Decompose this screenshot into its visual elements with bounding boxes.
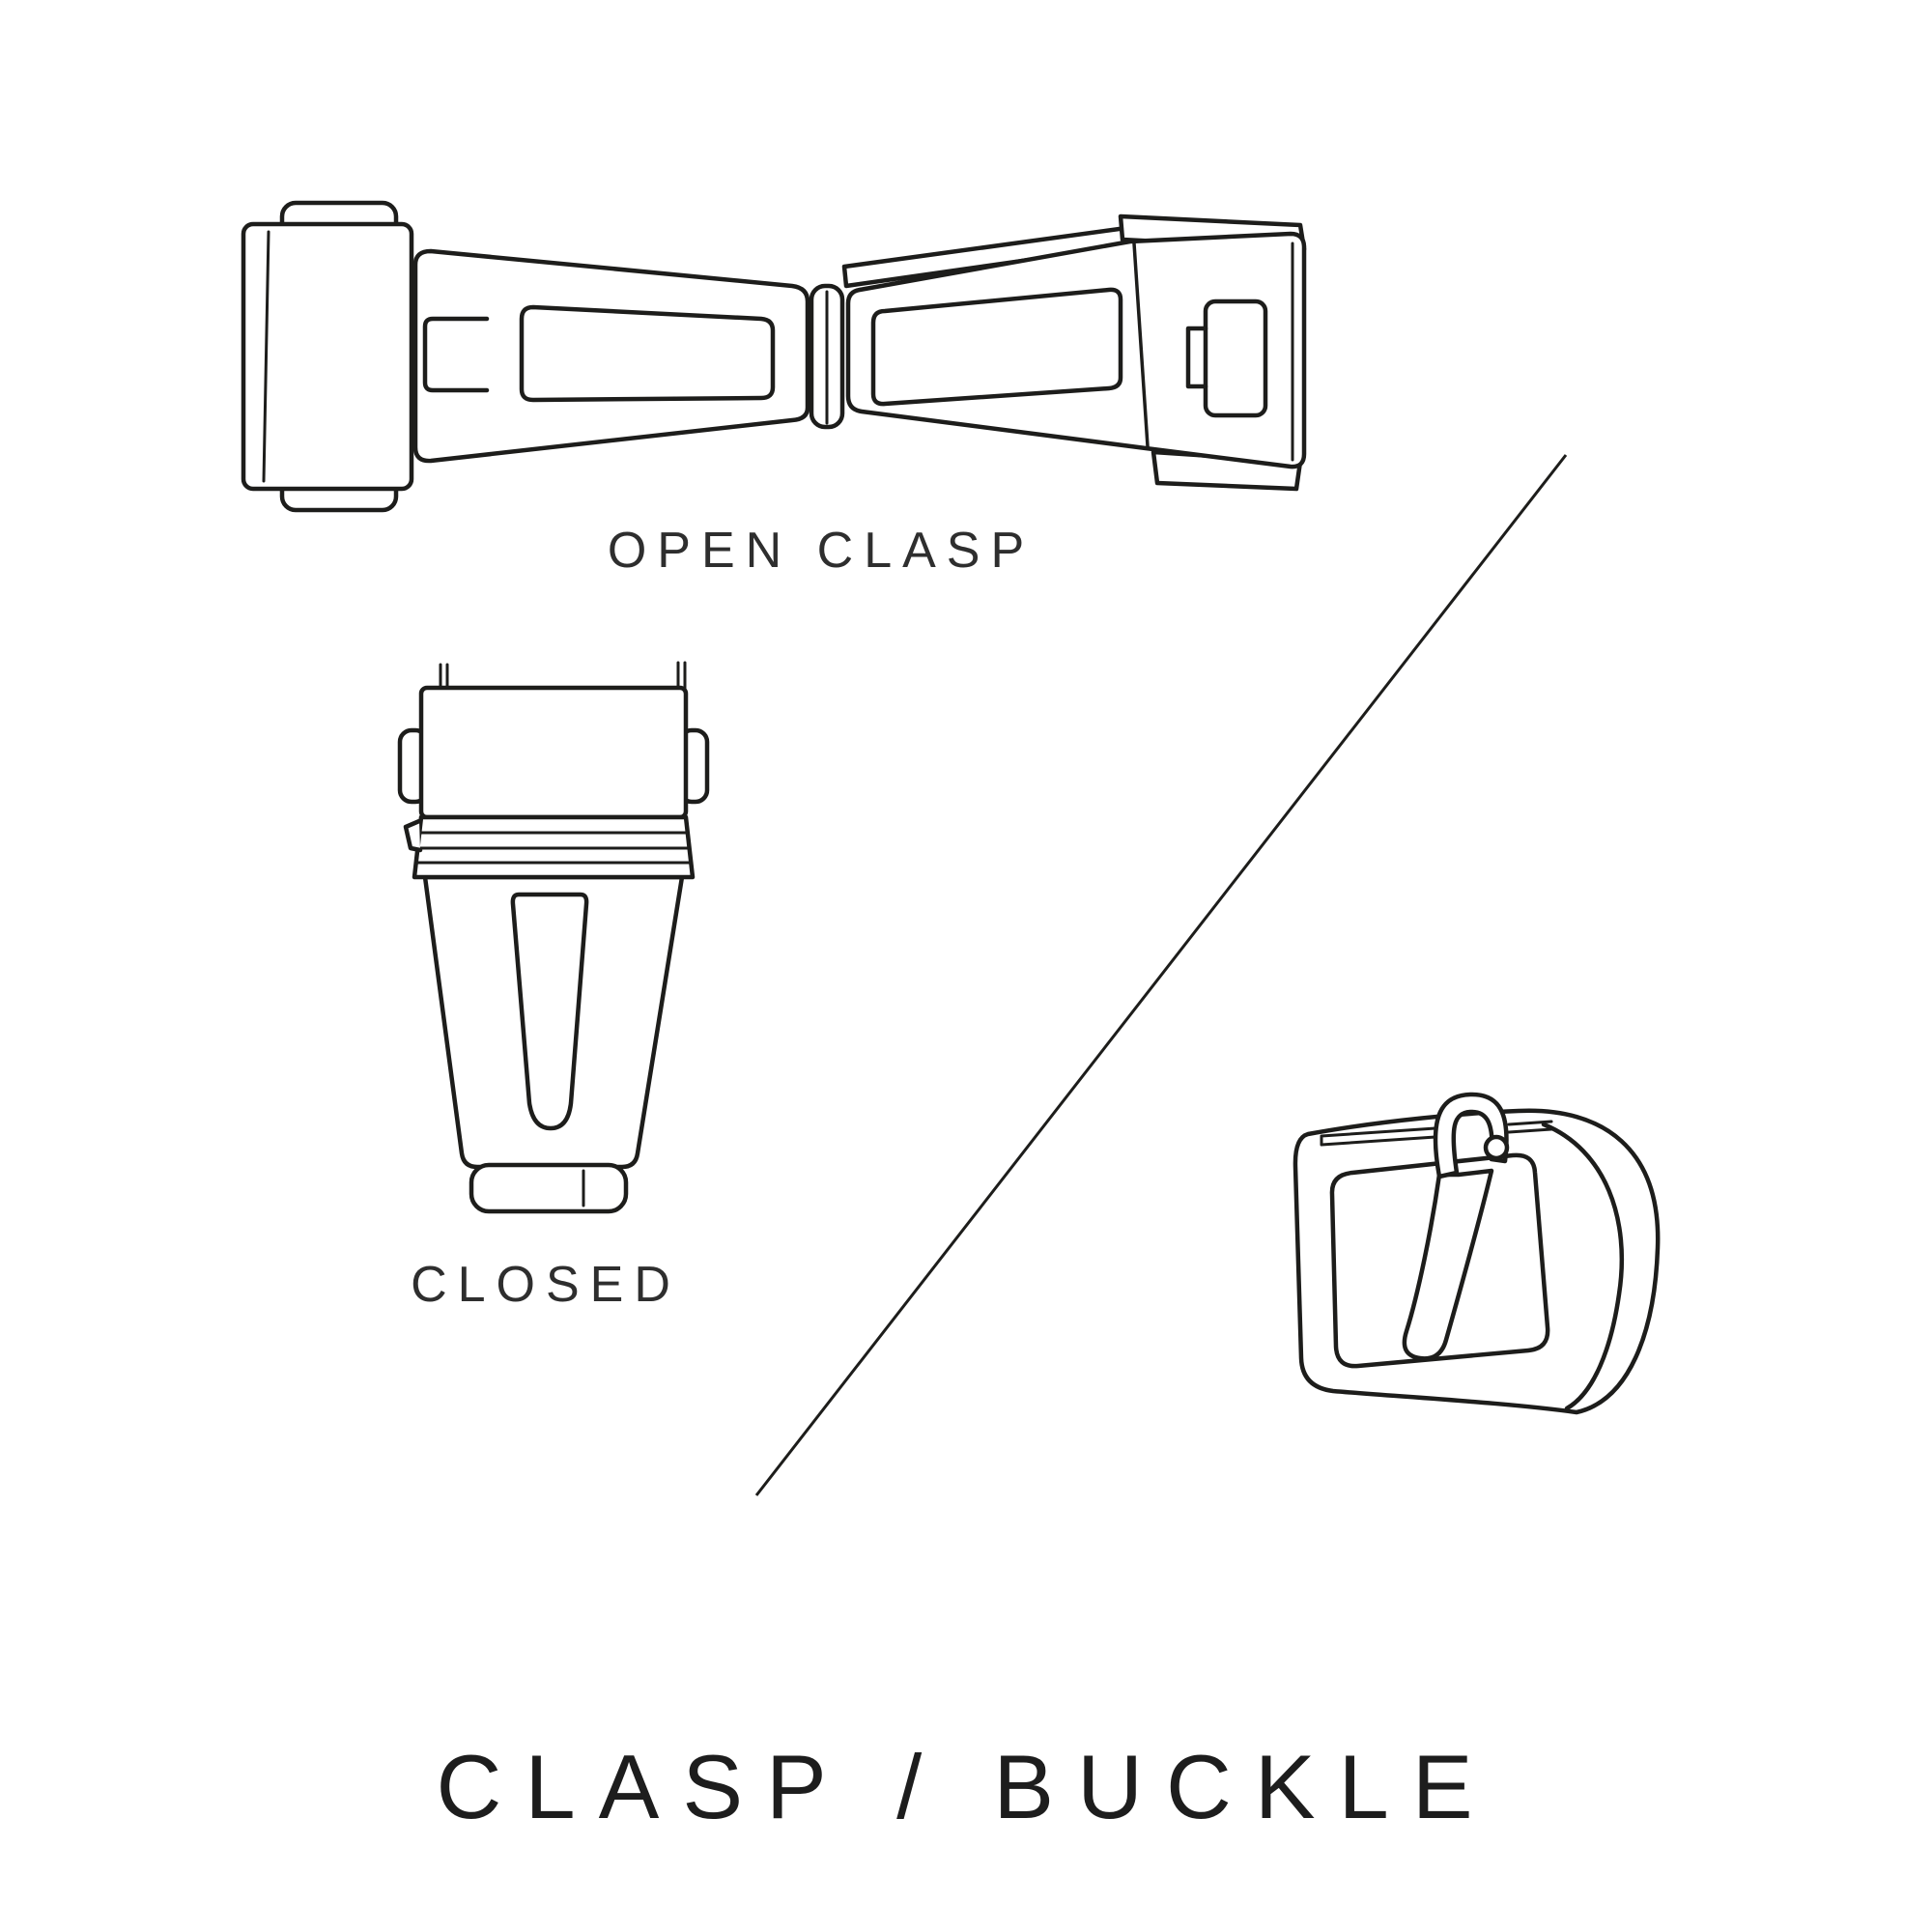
fold-link-body	[241, 221, 414, 492]
closed-clasp-band-lines	[415, 831, 693, 865]
buckle-right-contour-line	[1541, 1122, 1625, 1411]
clasp-left-arm	[412, 248, 810, 464]
clasp-right-arm	[845, 231, 1307, 469]
closed-clasp-base	[469, 1162, 629, 1214]
buckle-tongue	[1402, 1168, 1494, 1361]
buckle-pin-bar	[1320, 1120, 1553, 1147]
clasp-left-arm-inner-outline	[519, 304, 776, 403]
closed-clasp-prongs	[439, 661, 687, 694]
buckle-illustration	[1293, 1092, 1661, 1415]
fold-link-edge-line	[262, 230, 270, 483]
diagonal-divider-line	[754, 454, 1568, 1496]
closed-clasp-body	[422, 874, 685, 1170]
clasp-right-end-cutout	[1203, 298, 1268, 418]
closed-clasp-top-block	[418, 685, 689, 820]
buckle-pin-ring	[1483, 1134, 1510, 1161]
clasp-left-arm-hook-cutout	[422, 316, 490, 393]
closed-clasp-left-notch	[403, 818, 423, 853]
clasp-right-arm-junction-line	[1132, 242, 1150, 448]
closed-clasp-caption: CLOSED	[411, 1257, 681, 1313]
closed-clasp-illustration	[397, 661, 710, 1214]
page-title: CLASP / BUCKLE	[436, 1736, 1496, 1837]
buckle-tongue-loop	[1433, 1092, 1509, 1179]
closed-clasp-inner-slot	[510, 892, 589, 1131]
open-clasp-caption: OPEN CLASP	[607, 523, 1036, 579]
clasp-right-end-hook	[1185, 326, 1208, 389]
clasp-right-arm-inner-outline	[870, 287, 1123, 407]
open-clasp-illustration	[241, 200, 1307, 513]
